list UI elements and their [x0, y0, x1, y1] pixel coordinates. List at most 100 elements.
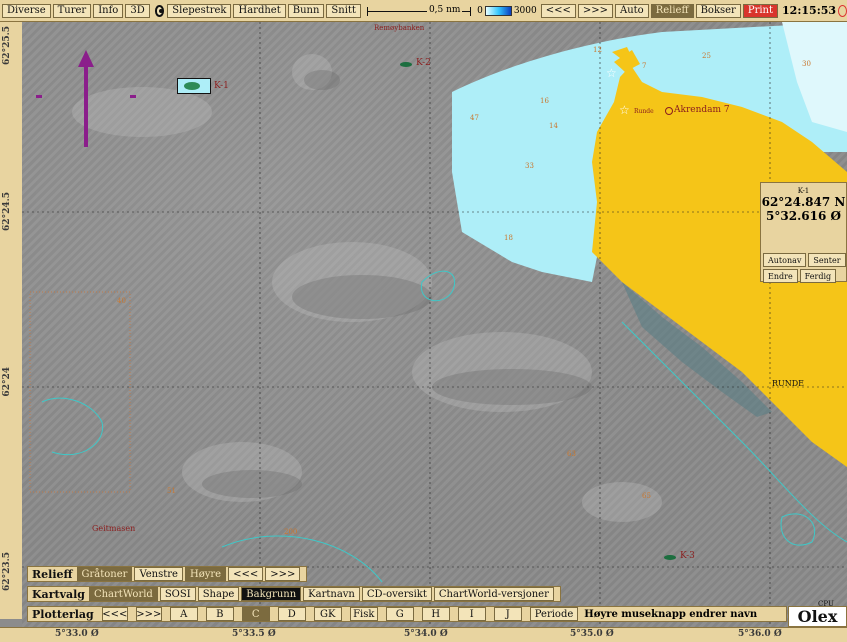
depth-sounding: 63 — [567, 450, 576, 458]
depth-sounding: 65 — [642, 492, 651, 500]
periode-button[interactable]: Periode — [529, 607, 579, 621]
chart-map[interactable]: K-1 K-2 K-3 Remøybanken ☆ ☆ Runde Akrend… — [22, 22, 847, 627]
scale-bar: 0,5 nm — [366, 4, 472, 18]
relieff-title: Relieff — [32, 567, 73, 581]
menu-slepestrek[interactable]: Slepestrek — [167, 3, 232, 18]
depth-sounding: 200 — [284, 528, 298, 536]
star-icon: ☆ — [606, 66, 617, 80]
layer-i-button[interactable]: I — [457, 607, 486, 621]
kartnavn-button[interactable]: Kartnavn — [303, 587, 360, 601]
plotter-next-button[interactable]: >>> — [135, 607, 162, 621]
depth-sounding: 30 — [802, 60, 811, 68]
depth-sounding: 12 — [593, 46, 602, 54]
place-label: Runde — [634, 108, 654, 115]
lat-label: 62°23.5 — [2, 552, 12, 591]
depth-sounding: 14 — [549, 122, 558, 130]
menu-info[interactable]: Info — [93, 3, 124, 18]
map-layer — [22, 22, 847, 627]
chartworld-versjoner-button[interactable]: ChartWorld-versjoner — [433, 587, 554, 601]
marker-label-k2: K-2 — [416, 58, 431, 68]
ferdig-button[interactable]: Ferdig — [799, 269, 837, 283]
senter-button[interactable]: Senter — [808, 253, 846, 267]
cd-oversikt-button[interactable]: CD-oversikt — [361, 587, 432, 601]
depth-sounding: 18 — [504, 234, 513, 242]
lon-label: 5°36.0 Ø — [738, 629, 782, 639]
layer-j-button[interactable]: J — [493, 607, 522, 621]
layer-fisk-button[interactable]: Fisk — [349, 607, 378, 621]
layer-a-button[interactable]: A — [169, 607, 198, 621]
bakgrunn-button[interactable]: Bakgrunn — [241, 587, 302, 601]
fish-marker-k1[interactable] — [177, 78, 211, 94]
depth-sounding: 47 — [470, 114, 479, 122]
lon-label: 5°33.5 Ø — [232, 629, 276, 639]
fish-icon[interactable] — [664, 555, 676, 560]
status-circle-icon — [838, 4, 847, 17]
nav-next-button[interactable]: >>> — [577, 3, 613, 18]
menu-3d[interactable]: 3D — [125, 3, 150, 18]
lat-label: 62°24.5 — [2, 192, 12, 231]
top-toolbar: Diverse Turer Info 3D Slepestrek Hardhet… — [0, 0, 847, 22]
mark-longitude: 5°32.616 Ø — [766, 209, 841, 223]
menu-bunn[interactable]: Bunn — [287, 3, 325, 18]
relieff-row: Relieff Gråtoner Venstre Høyre <<< >>> — [27, 566, 308, 582]
relieff-button[interactable]: Relieff — [650, 3, 694, 18]
sosi-button[interactable]: SOSI — [159, 587, 196, 601]
depth-sounding: 7 — [642, 62, 647, 70]
layer-h-button[interactable]: H — [421, 607, 450, 621]
layer-c-button[interactable]: C — [241, 607, 270, 621]
depth-sounding: 51 — [167, 487, 176, 495]
land-runde — [592, 47, 847, 467]
place-label: RUNDE — [772, 379, 805, 388]
layer-g-button[interactable]: G — [385, 607, 414, 621]
lon-label: 5°35.0 Ø — [570, 629, 614, 639]
depth-gradient[interactable] — [484, 5, 512, 16]
venstre-button[interactable]: Venstre — [134, 567, 183, 581]
print-button[interactable]: Print — [742, 3, 779, 18]
target-icon[interactable] — [154, 4, 165, 17]
relieff-next-button[interactable]: >>> — [265, 567, 301, 581]
brand-text: Olex — [797, 607, 838, 626]
place-label: Remøybanken — [374, 24, 425, 32]
layer-d-button[interactable]: D — [277, 607, 306, 621]
depth-sounding: 33 — [525, 162, 534, 170]
gratoner-button[interactable]: Gråtoner — [76, 567, 133, 581]
endre-button[interactable]: Endre — [763, 269, 798, 283]
hoyre-button[interactable]: Høyre — [184, 567, 227, 581]
depth-sounding: 16 — [540, 97, 549, 105]
mark-info-panel: K-1 62°24.847 N 5°32.616 Ø Autonav Sente… — [760, 182, 847, 283]
kartvalg-title: Kartvalg — [32, 587, 85, 601]
lat-label: 62°25.5 — [2, 26, 12, 65]
mark-title: K-1 — [797, 187, 810, 195]
menu-snitt[interactable]: Snitt — [326, 3, 361, 18]
menu-hardhet[interactable]: Hardhet — [233, 3, 286, 18]
layer-b-button[interactable]: B — [205, 607, 234, 621]
heading-arrow — [36, 50, 136, 147]
chartworld-button[interactable]: ChartWorld — [88, 587, 158, 601]
lat-label: 62°24 — [2, 367, 12, 397]
star-icon: ☆ — [619, 103, 630, 117]
buoy-icon — [665, 107, 673, 115]
plotterlag-title: Plotterlag — [32, 607, 94, 621]
rename-hint: Høyre museknapp endrer navn — [584, 608, 758, 620]
auto-button[interactable]: Auto — [615, 3, 649, 18]
depth-max-label: 3000 — [513, 5, 537, 16]
depth-min-label: 0 — [477, 5, 483, 16]
menu-diverse[interactable]: Diverse — [2, 3, 51, 18]
menu-turer[interactable]: Turer — [52, 3, 92, 18]
autonav-button[interactable]: Autonav — [763, 253, 807, 267]
fish-icon[interactable] — [400, 62, 412, 67]
nav-prev-button[interactable]: <<< — [540, 3, 576, 18]
plotterlag-row: Plotterlag <<< >>> A B C D GK Fisk G H I… — [27, 606, 787, 622]
longitude-ruler: 5°33.0 Ø 5°33.5 Ø 5°34.0 Ø 5°35.0 Ø 5°36… — [0, 627, 847, 642]
fish-icon — [184, 82, 200, 90]
marker-label-k1: K-1 — [214, 81, 229, 91]
place-label: Akrendam 7 — [674, 105, 730, 115]
shape-button[interactable]: Shape — [197, 587, 240, 601]
bokser-button[interactable]: Bokser — [695, 3, 741, 18]
layer-gk-button[interactable]: GK — [313, 607, 342, 621]
plotter-prev-button[interactable]: <<< — [101, 607, 128, 621]
marker-label-k3: K-3 — [680, 551, 695, 561]
latitude-ruler: 62°25.5 62°24.5 62°24 62°23.5 — [0, 22, 23, 619]
relieff-prev-button[interactable]: <<< — [228, 567, 264, 581]
kartvalg-row: Kartvalg ChartWorld SOSI Shape Bakgrunn … — [27, 586, 561, 602]
